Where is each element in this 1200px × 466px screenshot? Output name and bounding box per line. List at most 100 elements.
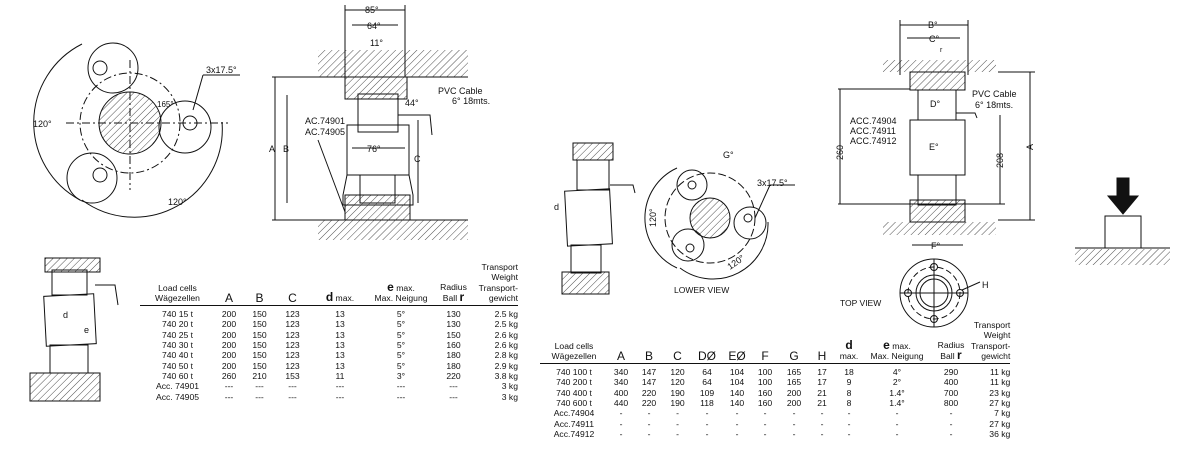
value-cell: 220: [641, 398, 657, 409]
dim-f-dia: F°: [931, 241, 940, 251]
value-cell: 5°: [396, 340, 406, 351]
holes-label: 3x17.5°: [206, 65, 237, 75]
value-cell: 109: [699, 387, 715, 398]
value-cell: 64: [702, 367, 712, 378]
value-cell: 200: [221, 360, 237, 371]
model-cell: 740 100 t: [556, 367, 592, 378]
value-cell: 200: [221, 340, 237, 351]
table-row: Acc.74904-----------7 kg: [540, 408, 1011, 419]
value-cell: -: [705, 408, 709, 419]
value-cell: 140: [729, 387, 745, 398]
col-a: A: [608, 320, 634, 365]
value-cell: 180: [446, 360, 461, 371]
value-cell: 147: [641, 367, 657, 378]
value-cell: 27 kg: [989, 398, 1011, 409]
table-row: 740 50 t 200 150 123 13 5° 180 2.9 kg: [140, 361, 518, 371]
value-cell: ---: [449, 381, 458, 392]
value-cell: 123: [285, 360, 300, 371]
value-cell: -: [735, 428, 739, 439]
value-cell: 13: [335, 309, 345, 320]
value-cell: 200: [786, 387, 802, 398]
value-cell: 13: [335, 360, 345, 371]
value-cell: -: [619, 408, 623, 419]
value-cell: 147: [641, 377, 657, 388]
model-cell: 740 60 t: [161, 370, 194, 381]
value-cell: 210: [252, 370, 267, 381]
model-cell: 740 20 t: [161, 319, 194, 330]
value-cell: ---: [449, 391, 458, 402]
dim-a: A: [269, 144, 275, 154]
cable-label: PVC Cable: [438, 86, 483, 96]
dim-h: H: [982, 280, 989, 290]
value-cell: 5°: [396, 319, 406, 330]
value-cell: ---: [288, 391, 297, 402]
model-cell: Acc. 74901: [156, 381, 199, 392]
value-cell: 4°: [892, 367, 902, 378]
model-cell: 740 30 t: [161, 340, 194, 351]
value-cell: 123: [285, 350, 300, 361]
table-row: Acc.74911-----------27 kg: [540, 419, 1010, 429]
value-cell: -: [895, 428, 899, 439]
col-g: G: [779, 320, 809, 365]
angle-label: 120°: [648, 208, 658, 227]
side-view-small: [272, 5, 468, 240]
value-cell: -: [647, 418, 651, 429]
value-cell: 13: [335, 319, 345, 330]
value-cell: 5°: [396, 350, 406, 361]
value-cell: -: [619, 428, 623, 439]
lower-view: [644, 167, 795, 280]
side-view-large: [838, 20, 1035, 246]
dim-d: d: [554, 202, 559, 212]
model-cell: 740 50 t: [161, 360, 194, 371]
value-cell: 104: [729, 367, 745, 378]
value-cell: 11: [335, 370, 345, 381]
value-cell: 3°: [396, 370, 406, 381]
value-cell: 130: [446, 309, 461, 320]
angle-label: 120°: [168, 197, 187, 207]
dim-64: 64°: [367, 21, 381, 31]
holes-label: 3x17.5°: [757, 178, 788, 188]
dim-e: e: [84, 325, 89, 335]
value-cell: -: [735, 418, 739, 429]
value-cell: -: [949, 428, 953, 439]
value-cell: 8: [846, 398, 852, 409]
value-cell: -: [847, 428, 851, 439]
value-cell: -: [792, 418, 796, 429]
value-cell: 13: [335, 340, 345, 351]
value-cell: ---: [224, 391, 234, 402]
value-cell: 11 kg: [989, 367, 1011, 378]
value-cell: 200: [786, 398, 802, 409]
angle-label: 120°: [725, 253, 746, 272]
dim-d-dia: D°: [930, 99, 940, 109]
value-cell: 150: [252, 340, 267, 351]
value-cell: 8: [846, 387, 852, 398]
value-cell: -: [763, 418, 767, 429]
value-cell: 200: [221, 309, 237, 320]
col-d: d max.: [835, 320, 863, 365]
dim-260: 260: [835, 145, 845, 160]
cable-spec: 6° 18mts.: [452, 96, 490, 106]
dim-r: r: [940, 47, 943, 54]
value-cell: 120: [670, 377, 685, 388]
value-cell: -: [895, 408, 899, 419]
value-cell: 5°: [396, 309, 406, 320]
value-cell: 400: [943, 377, 959, 388]
dim-c: C: [414, 154, 421, 164]
value-cell: 2.9 kg: [494, 360, 518, 371]
value-cell: 5°: [396, 360, 406, 371]
value-cell: 36 kg: [989, 428, 1011, 439]
value-cell: 7 kg: [994, 408, 1011, 419]
model-cell: 740 200 t: [556, 377, 592, 388]
lower-view-label: LOWER VIEW: [674, 285, 729, 295]
value-cell: 13: [335, 350, 345, 361]
value-cell: -: [647, 428, 651, 439]
value-cell: 150: [252, 360, 267, 371]
dim-g: G°: [723, 150, 734, 160]
